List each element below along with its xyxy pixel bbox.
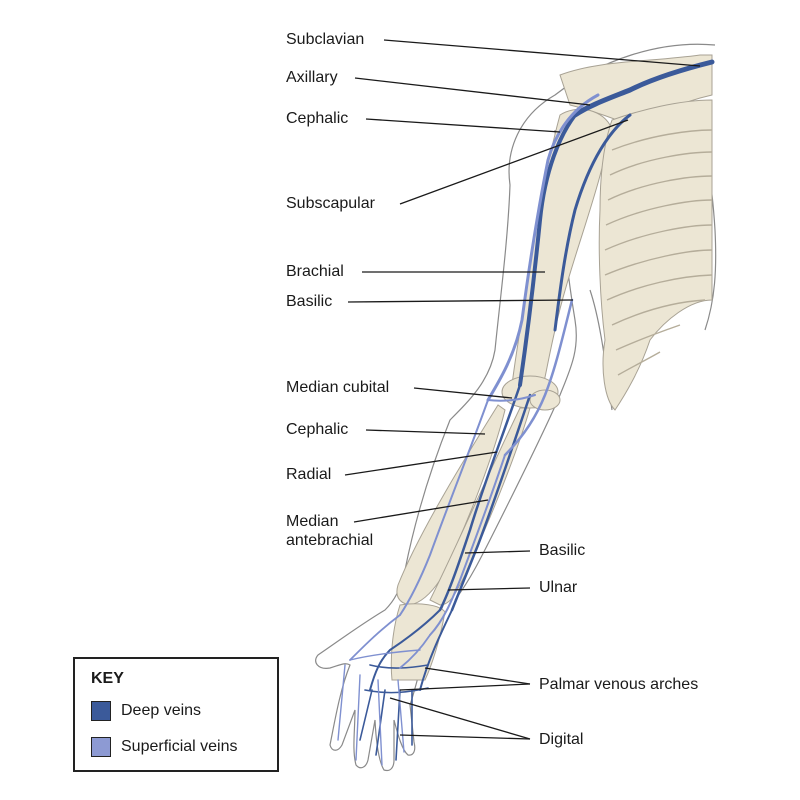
key-item-deep-veins: Deep veins — [91, 699, 201, 723]
label-brachial: Brachial — [286, 263, 344, 280]
rib-lines — [604, 129, 713, 376]
label-cephalic-lower: Cephalic — [286, 421, 349, 438]
key-item-superficial-veins: Superficial veins — [91, 735, 238, 759]
label-median-antebrachial: Median antebrachial — [286, 513, 374, 549]
label-subclavian: Subclavian — [286, 31, 365, 48]
key-item-label: Deep veins — [121, 702, 202, 719]
label-median-cubital: Median cubital — [286, 379, 390, 396]
leader-lines — [344, 39, 701, 740]
label-cephalic-upper: Cephalic — [286, 110, 349, 127]
label-axillary: Axillary — [286, 69, 338, 86]
deep-veins — [359, 59, 715, 761]
label-basilic-upper: Basilic — [286, 293, 333, 310]
label-radial: Radial — [286, 466, 332, 483]
superficial-veins-swatch — [91, 737, 111, 757]
key-title: KEY — [91, 670, 124, 687]
deep-veins-swatch — [91, 701, 111, 721]
label-subscapular: Subscapular — [286, 195, 375, 212]
superficial-veins — [337, 93, 600, 766]
label-ulnar: Ulnar — [539, 579, 578, 596]
key-item-label: Superficial veins — [121, 738, 238, 755]
label-digital: Digital — [539, 731, 584, 748]
key-legend: KEY Deep veins Superficial veins — [73, 657, 279, 772]
label-basilic-lower: Basilic — [539, 542, 586, 559]
label-palmar-venous-arches: Palmar venous arches — [539, 676, 699, 693]
